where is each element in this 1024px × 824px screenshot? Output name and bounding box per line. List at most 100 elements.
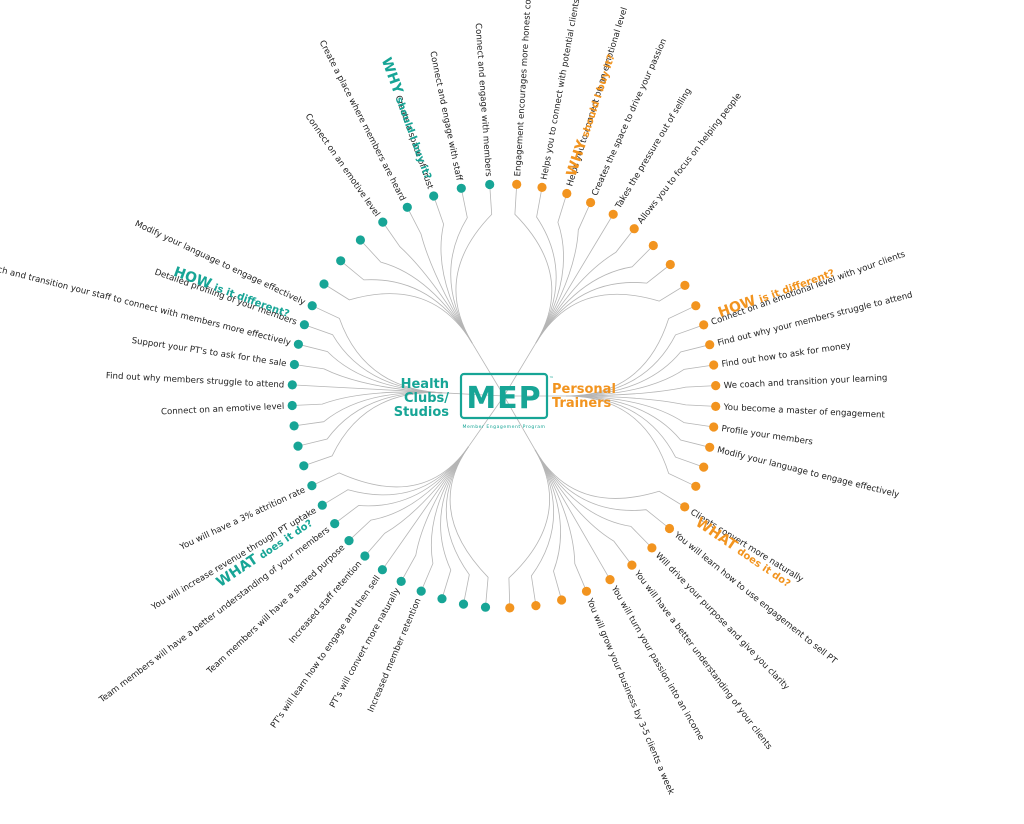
branch-line <box>420 446 469 592</box>
ring-dot <box>648 240 658 251</box>
item-label: Modify your language to engage effective… <box>716 445 900 500</box>
ring-dot <box>299 320 309 330</box>
branch-line <box>311 446 469 488</box>
branch-line <box>508 449 551 608</box>
ring-dot <box>691 301 701 311</box>
ring-dot <box>647 543 657 553</box>
ring-dot <box>691 481 701 491</box>
ring-dot <box>293 441 303 451</box>
item-label: Profile your members <box>721 424 814 447</box>
right-title-line-1: Personal <box>552 382 616 397</box>
trunk-line <box>471 342 505 397</box>
branch-line <box>445 446 470 605</box>
ring-dot <box>605 575 615 585</box>
ring-dot <box>629 224 639 234</box>
ring-dot <box>709 422 719 432</box>
ring-dot <box>709 360 719 370</box>
left-center-title: Health Clubs/ Studios <box>394 377 450 420</box>
ring-dot <box>485 179 495 190</box>
branch-line <box>323 283 473 344</box>
ring-dot <box>480 602 491 612</box>
heading-rest: should I buy it? <box>580 53 617 139</box>
ring-dot <box>608 209 618 219</box>
right-title-line-2: Trainers <box>552 396 612 411</box>
branch-line <box>514 184 553 344</box>
item-label: Connect on an emotive level <box>161 402 285 418</box>
ring-dot <box>458 599 469 609</box>
branch-line <box>433 195 473 344</box>
ring-dot <box>699 320 709 330</box>
item-labels: Engagement encourages more honest conver… <box>0 0 914 796</box>
trunk-line <box>503 342 537 397</box>
ring-dot <box>402 202 412 212</box>
trunk-line <box>468 395 505 448</box>
ring-dot <box>344 536 354 546</box>
ring-dot <box>665 259 675 270</box>
item-label: Engagement encourages more honest conver… <box>513 0 537 177</box>
ring-dot <box>557 595 567 605</box>
ring-dot <box>416 586 426 596</box>
branch-line <box>534 449 653 549</box>
ring-dot <box>531 601 541 611</box>
heading-keyword: WHY <box>378 56 406 97</box>
ring-dot <box>581 586 592 596</box>
branch-line <box>535 187 557 344</box>
ring-dot <box>307 481 317 491</box>
ring-dot <box>680 502 690 512</box>
right-center-title: Personal Trainers <box>552 382 616 411</box>
item-label: Connect and engage with staff <box>427 50 464 182</box>
heading-right-what: WHATdoes it do? <box>692 515 794 591</box>
branch-line <box>382 221 473 344</box>
item-label: You will grow your business by 3-5 clien… <box>584 596 676 796</box>
ring-dot <box>336 256 346 266</box>
ring-dot <box>505 603 515 613</box>
item-label: Find out why members struggle to attend <box>106 371 285 390</box>
item-label: Increased member retention <box>366 597 423 714</box>
ring-dot <box>289 421 299 431</box>
ring-dot <box>711 401 721 411</box>
branch-lines <box>292 184 716 608</box>
branch-line <box>334 446 469 524</box>
ring-dot <box>293 339 303 349</box>
ring-dot <box>627 560 637 570</box>
ring-dot <box>456 183 466 193</box>
branch-line <box>340 260 473 344</box>
branch-line <box>360 239 473 344</box>
item-label: Creates the space to drive your passion <box>590 37 669 197</box>
item-label: We coach and transition your learning <box>724 373 888 391</box>
item-label: Increased staff retention <box>287 559 364 645</box>
ring-dot <box>711 381 721 391</box>
left-title-line-2: Clubs/ <box>404 391 449 406</box>
ring-dot <box>360 551 370 561</box>
ring-dots <box>287 179 721 613</box>
ring-dot <box>705 442 715 452</box>
ring-dot <box>562 188 572 199</box>
heading-rest: should I buy it? <box>393 96 433 181</box>
ring-dot <box>287 380 297 390</box>
ring-dot <box>319 279 329 289</box>
ring-dot <box>377 565 387 575</box>
left-title-line-1: Health <box>401 377 449 392</box>
item-label: Team members will have a better understa… <box>97 525 332 706</box>
ring-dot <box>437 594 447 604</box>
ring-dot <box>705 340 715 350</box>
heading-keyword: WHY <box>564 137 591 178</box>
branch-line <box>534 449 611 580</box>
branch-line <box>535 214 614 344</box>
ring-dot <box>664 523 675 534</box>
ring-dot <box>537 182 547 192</box>
ring-dot <box>299 461 309 471</box>
ring-dot <box>680 280 690 290</box>
mep-logo: MEP ™ Member Engagement Program <box>459 372 554 430</box>
logo-subtitle: Member Engagement Program <box>463 424 546 430</box>
branch-line <box>535 202 591 344</box>
ring-dot <box>429 191 439 201</box>
item-label: Takes the pressure out of selling <box>613 87 693 212</box>
ring-dot <box>512 179 522 189</box>
left-title-line-3: Studios <box>394 405 450 420</box>
ring-dot <box>699 462 709 472</box>
logo-text: MEP <box>466 381 541 416</box>
branch-line <box>565 395 696 487</box>
ring-dot <box>307 301 317 311</box>
